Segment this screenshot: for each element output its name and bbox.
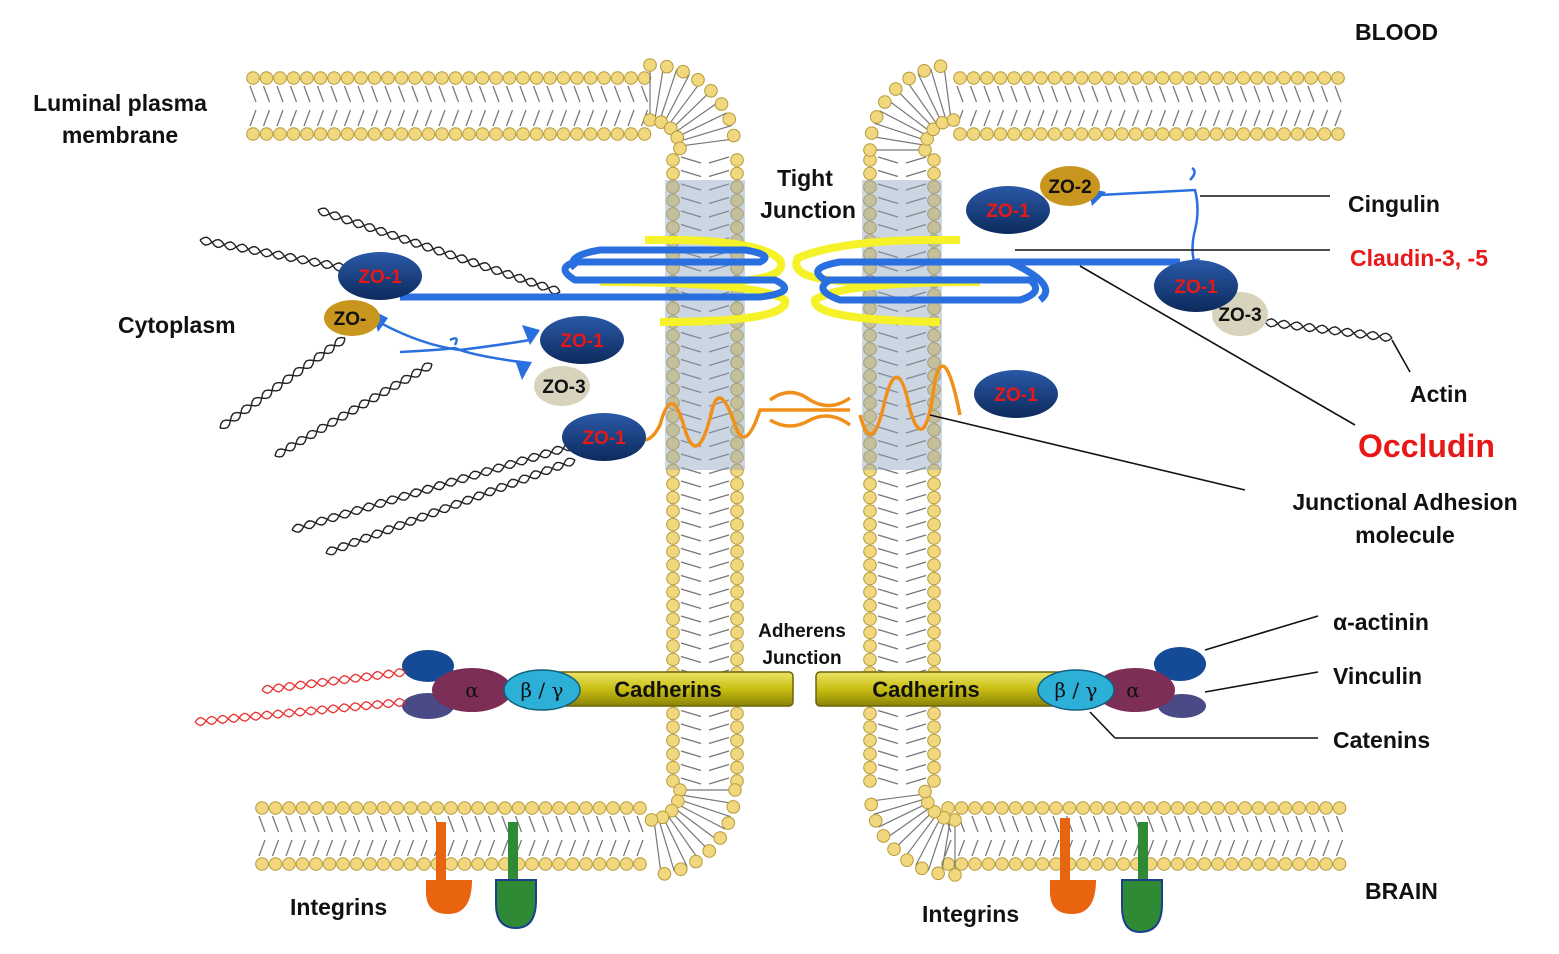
zo1-protein: ZO-1: [540, 316, 624, 364]
adherens-junction-label-line2: Junction: [762, 648, 841, 669]
zo2-protein: ZO-: [324, 300, 380, 336]
curved-bilayer-corner: [863, 59, 961, 157]
zo1-protein: ZO-1: [562, 413, 646, 461]
actin-filament: [291, 442, 576, 533]
alpha-label-left: α: [465, 678, 479, 702]
svg-text:ZO-3: ZO-3: [542, 377, 585, 398]
alpha-label-right: α: [1126, 678, 1140, 702]
cingulin-head-icon: [522, 325, 540, 345]
integrin-orange-left: [426, 822, 472, 914]
tight-junction-label-line1: Tight: [777, 165, 833, 191]
tight-junction-label-line2: Junction: [760, 197, 856, 223]
claudin-strands: [400, 246, 1180, 304]
svg-text:ZO-2: ZO-2: [1048, 177, 1091, 198]
claudin-label: Claudin-3, -5: [1350, 245, 1488, 271]
junctional-adhesion-molecules: [623, 364, 962, 448]
cingulin-label: Cingulin: [1348, 191, 1440, 217]
actin-filament: [1264, 318, 1393, 342]
vinculin-label: Vinculin: [1333, 663, 1422, 689]
actin-filament: [317, 207, 561, 295]
curved-bilayer-corner: [864, 784, 962, 882]
curved-bilayer-corner: [643, 58, 741, 156]
alpha-catenin-left: [432, 668, 512, 712]
red-actin-filaments: [194, 668, 406, 727]
svg-text:ZO-1: ZO-1: [582, 428, 626, 449]
svg-text:ZO-1: ZO-1: [1174, 277, 1218, 298]
actin-filament: [325, 457, 576, 556]
integrin-green-left: [495, 822, 537, 930]
occludin-label: Occludin: [1358, 428, 1495, 464]
lipid-bilayer-membranes: [246, 58, 1347, 882]
actin-filament: [274, 362, 433, 458]
cingulin-links: [374, 166, 1199, 364]
cingulin-head-icon: [515, 360, 532, 380]
beta-gamma-label-right: β / γ: [1055, 678, 1098, 702]
beta-gamma-catenin-right: [1037, 669, 1115, 711]
blood-label: BLOOD: [1355, 19, 1438, 45]
alpha-actinin-left: [402, 650, 454, 682]
adherens-junction-label-line1: Adherens: [758, 621, 846, 642]
cadherins-label-right: Cadherins: [872, 677, 980, 702]
curved-bilayer-corner: [644, 783, 742, 881]
jam-label-line2: molecule: [1355, 522, 1455, 548]
beta-gamma-label-left: β / γ: [521, 678, 564, 702]
alpha-actinin-label: α-actinin: [1333, 609, 1429, 635]
luminal-membrane-label-line2: membrane: [62, 122, 178, 148]
alpha-catenin-right: [1095, 668, 1175, 712]
actin-filaments: [199, 207, 1393, 556]
integrins-label-right: Integrins: [922, 901, 1019, 927]
cadherin-right: Cadherins: [815, 671, 1065, 707]
zo1-protein: ZO-1: [338, 252, 422, 300]
jam-label-line1: Junctional Adhesion: [1292, 489, 1517, 515]
alpha-actinin-right: [1154, 647, 1206, 681]
zo3-protein: ZO-3: [534, 366, 590, 406]
cadherin-left: Cadherins: [544, 671, 794, 707]
integrin-green-right: [1121, 822, 1163, 934]
svg-text:ZO-1: ZO-1: [560, 331, 604, 352]
integrins-label-left: Integrins: [290, 894, 387, 920]
svg-text:ZO-3: ZO-3: [1218, 305, 1261, 326]
integrin-orange-right: [1050, 818, 1096, 914]
actin-label: Actin: [1410, 381, 1468, 407]
cytoplasm-label: Cytoplasm: [118, 312, 236, 338]
svg-text:ZO-: ZO-: [334, 309, 367, 330]
svg-text:ZO-1: ZO-1: [358, 267, 402, 288]
beta-gamma-catenin-left: [503, 669, 581, 711]
svg-text:ZO-1: ZO-1: [986, 201, 1030, 222]
zo1-protein: ZO-1: [974, 370, 1058, 418]
brain-label: BRAIN: [1365, 878, 1438, 904]
zo1-protein: ZO-1: [966, 186, 1050, 234]
actin-filament: [199, 236, 346, 272]
leader-lines: [929, 195, 1411, 739]
cadherins-label-left: Cadherins: [614, 677, 722, 702]
horizontal-bilayer: [255, 801, 647, 871]
horizontal-bilayer: [953, 71, 1345, 141]
horizontal-bilayer: [246, 71, 652, 141]
catenins-label: Catenins: [1333, 727, 1430, 753]
horizontal-bilayer: [941, 801, 1347, 871]
zo1-protein: ZO-1: [1154, 260, 1238, 312]
luminal-membrane-label-line1: Luminal plasma: [33, 90, 207, 116]
actin-filament: [219, 336, 346, 430]
svg-text:ZO-1: ZO-1: [994, 385, 1038, 406]
zo2-protein: ZO-2: [1040, 166, 1100, 206]
